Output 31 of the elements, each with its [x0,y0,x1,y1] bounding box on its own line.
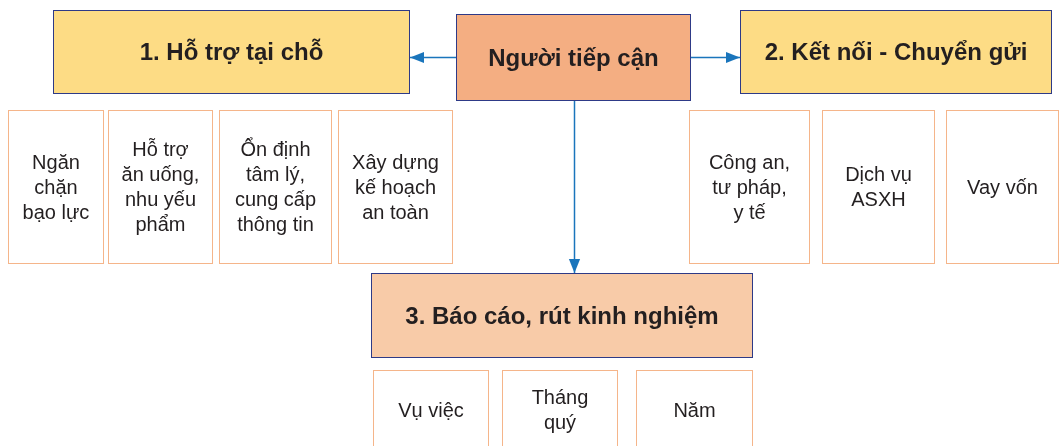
item-box [946,110,1059,264]
box-label: Tháng quý [530,385,590,435]
item-box [822,110,935,264]
item-box [8,110,104,264]
item-box [338,110,453,264]
box-label: Dịch vụ ASXH [844,162,913,212]
box-label: Hỗ trợ ăn uống, nhu yếu phẩm [120,137,201,237]
box-label: Ngăn chặn bạo lực [21,149,91,225]
box-label: Vụ việc [398,397,464,423]
item-box [373,370,489,446]
item-box [689,110,810,264]
box-label: Xây dựng kế hoạch an toàn [351,149,440,225]
category-box [371,273,753,358]
category-box [740,10,1052,94]
item-box [108,110,213,264]
box-label: Vay vốn [967,174,1038,200]
box-label: Công an, tư pháp, y tế [707,149,792,225]
box-label: Năm [673,397,716,423]
box-label: 1. Hỗ trợ tại chỗ [139,38,324,66]
box-label: Người tiếp cận [488,43,659,72]
arrow [568,100,581,274]
box-label: Ổn định tâm lý, cung cấp thông tin [233,137,318,237]
arrow [690,51,741,64]
item-box [219,110,332,264]
central-box [456,14,691,101]
arrow [409,51,457,64]
category-box [53,10,410,94]
item-box [502,370,618,446]
box-label: 3. Báo cáo, rút kinh nghiệm [405,301,719,330]
item-box [636,370,753,446]
box-label: 2. Kết nối - Chuyển gửi [764,38,1028,66]
